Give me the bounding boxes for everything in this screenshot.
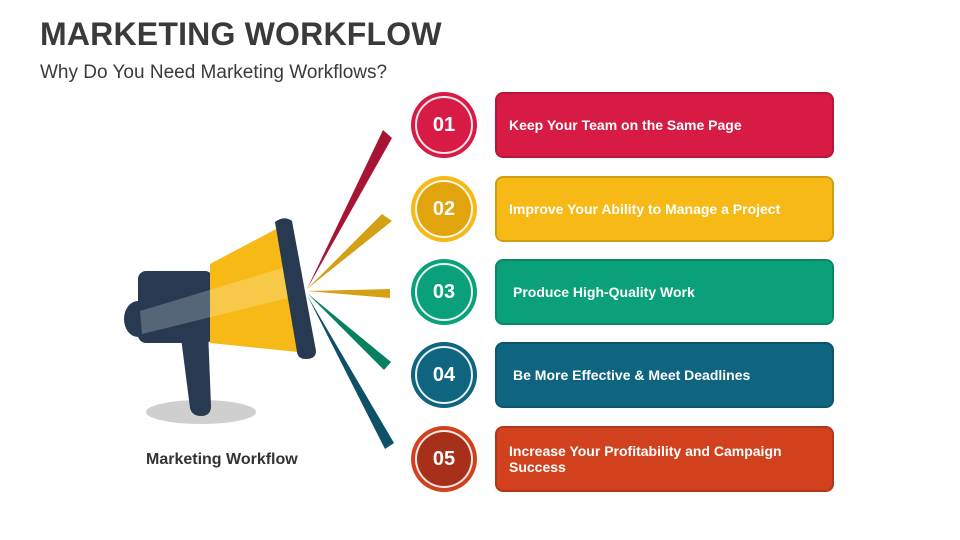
step-text-5: Increase Your Profitability and Campaign…: [509, 443, 782, 475]
megaphone-body: [138, 271, 213, 343]
step-text-4: Be More Effective & Meet Deadlines: [513, 367, 751, 383]
step-number-3: 03: [415, 263, 473, 321]
megaphone-cone: [210, 228, 298, 352]
step-card-5: Increase Your Profitability and Campaign…: [495, 426, 834, 492]
step-badge-1: 01: [411, 92, 477, 158]
ray-2: [307, 214, 392, 289]
step-card-4: Be More Effective & Meet Deadlines: [495, 342, 834, 408]
step-card-3: Produce High-Quality Work: [495, 259, 834, 325]
step-badge-5: 05: [411, 426, 477, 492]
step-badge-2: 02: [411, 176, 477, 242]
step-badge-3: 03: [411, 259, 477, 325]
step-card-2: Improve Your Ability to Manage a Project: [495, 176, 834, 242]
ray-3: [307, 289, 390, 298]
ray-1: [307, 130, 392, 289]
diagram-caption: Marketing Workflow: [146, 451, 298, 468]
step-number-2: 02: [415, 180, 473, 238]
megaphone-highlight: [140, 262, 304, 334]
step-number-4: 04: [415, 346, 473, 404]
page-subtitle: Why Do You Need Marketing Workflows?: [40, 62, 388, 83]
step-badge-4: 04: [411, 342, 477, 408]
page-title: MARKETING WORKFLOW: [40, 16, 442, 52]
step-text-2: Improve Your Ability to Manage a Project: [509, 201, 781, 217]
ray-5: [307, 295, 394, 449]
step-number-1: 01: [415, 96, 473, 154]
ray-4: [307, 293, 391, 370]
step-text-3: Produce High-Quality Work: [513, 284, 695, 300]
step-text-1: Keep Your Team on the Same Page: [509, 117, 742, 133]
megaphone-rim: [275, 218, 316, 359]
step-number-5: 05: [415, 430, 473, 488]
step-card-1: Keep Your Team on the Same Page: [495, 92, 834, 158]
megaphone-handle-icon: [180, 330, 211, 416]
